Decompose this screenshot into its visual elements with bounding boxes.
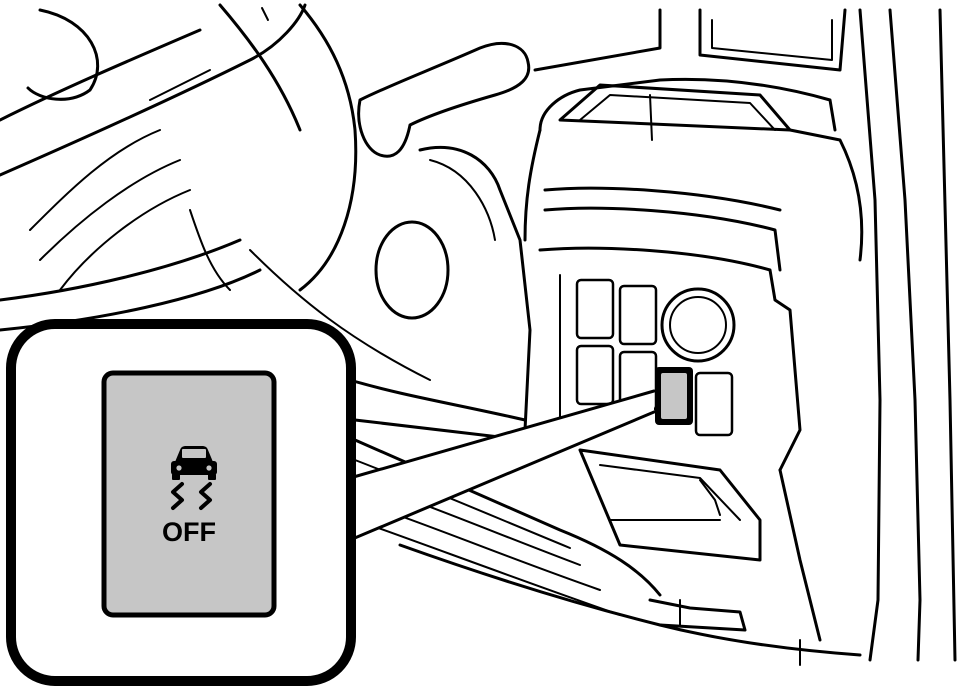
callout-pointer [348, 389, 656, 542]
callout-box: OFF [6, 319, 356, 686]
switch-blank[interactable] [618, 284, 658, 346]
control-stalk [357, 41, 531, 158]
vehicle-stability-control-off-icon [171, 446, 217, 510]
dial-knob-inner[interactable] [669, 296, 727, 354]
vsc-off-switch-small[interactable] [661, 373, 687, 419]
center-console [523, 8, 957, 666]
steering-wheel [0, 3, 358, 332]
vsc-off-switch-enlarged[interactable] [101, 370, 277, 618]
switch-blank[interactable] [694, 371, 734, 437]
dial-knob-outer [660, 287, 736, 363]
switch-blank[interactable] [575, 278, 615, 340]
vsc-off-label: OFF [162, 517, 216, 547]
switch-blank[interactable] [575, 344, 615, 406]
